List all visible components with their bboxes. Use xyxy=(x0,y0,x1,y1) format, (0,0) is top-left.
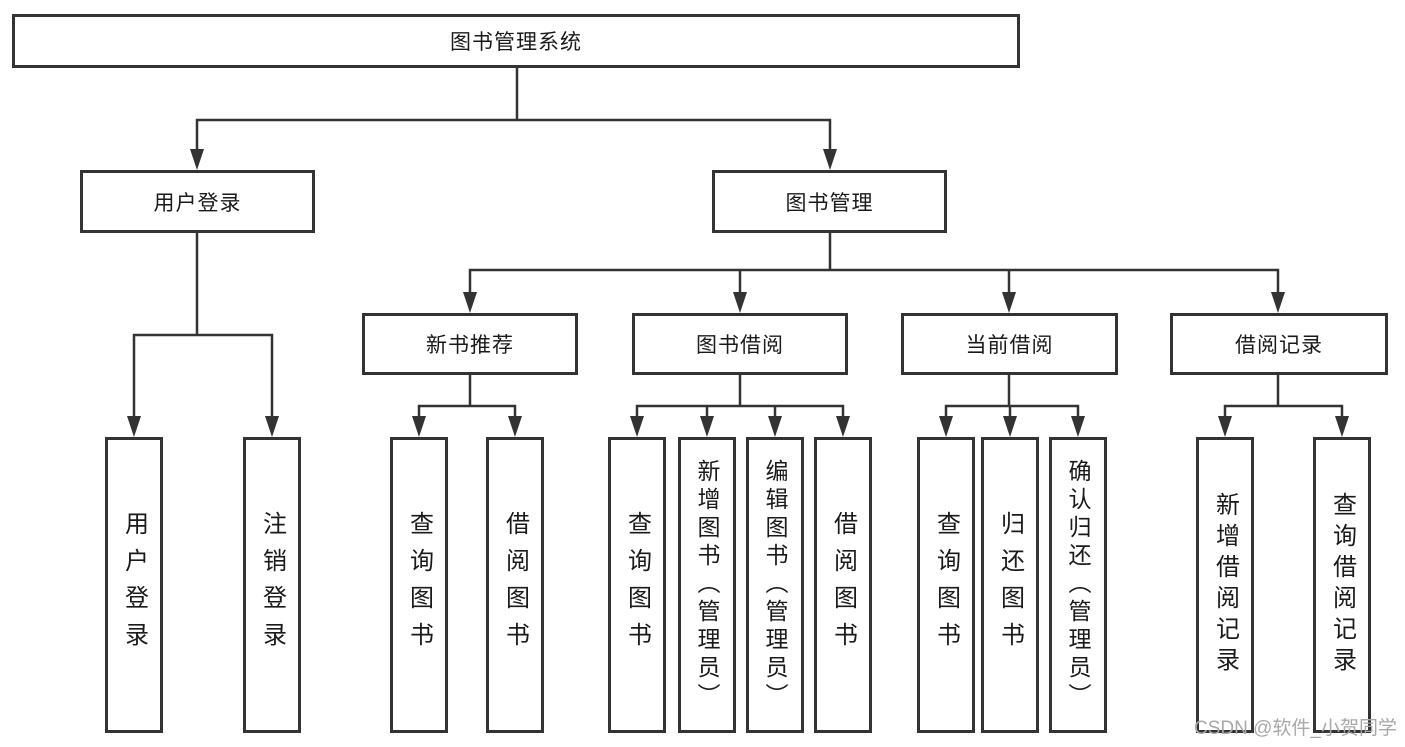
node-root: 图书管理系统 xyxy=(12,14,1020,68)
leaf-add-book-admin: 新增图书（管理员） xyxy=(678,437,736,733)
leaf-return-books: 归还图书 xyxy=(981,437,1039,733)
leaf-query-borrow-record-label: 查询借阅记录 xyxy=(1328,492,1356,678)
leaf-user-login-label: 用户登录 xyxy=(120,511,148,659)
node-borrowing-records-label: 借阅记录 xyxy=(1235,334,1323,357)
leaf-confirm-return-admin-label: 确认归还（管理员） xyxy=(1065,459,1091,711)
leaf-edit-book-admin: 编辑图书（管理员） xyxy=(746,437,804,733)
leaf-query-books-2-label: 查询图书 xyxy=(623,511,651,659)
leaf-edit-book-admin-label: 编辑图书（管理员） xyxy=(762,459,788,711)
leaf-borrow-books-2: 借阅图书 xyxy=(814,437,872,733)
node-borrowing-records: 借阅记录 xyxy=(1170,313,1388,375)
node-current-borrowing-label: 当前借阅 xyxy=(965,334,1054,357)
leaf-borrow-books-1: 借阅图书 xyxy=(486,437,544,733)
node-book-management-label: 图书管理 xyxy=(785,191,874,215)
node-book-borrowing-label: 图书借阅 xyxy=(696,334,784,357)
leaf-add-borrow-record-label: 新增借阅记录 xyxy=(1211,492,1239,678)
leaf-user-login: 用户登录 xyxy=(105,437,163,733)
node-user-login: 用户登录 xyxy=(80,170,315,233)
arrowheads xyxy=(127,149,1349,437)
node-new-book-recommend: 新书推荐 xyxy=(362,313,578,375)
leaf-confirm-return-admin: 确认归还（管理员） xyxy=(1049,437,1107,733)
leaf-query-books-1: 查询图书 xyxy=(390,437,448,733)
leaf-return-books-label: 归还图书 xyxy=(996,511,1024,659)
node-root-label: 图书管理系统 xyxy=(450,31,582,54)
leaf-add-borrow-record: 新增借阅记录 xyxy=(1196,437,1254,733)
node-current-borrowing: 当前借阅 xyxy=(901,313,1118,375)
leaf-logout-label: 注销登录 xyxy=(258,511,286,659)
leaf-borrow-books-1-label: 借阅图书 xyxy=(501,511,529,659)
node-new-book-recommend-label: 新书推荐 xyxy=(426,334,514,357)
csdn-watermark: CSDN @软件_小贺同学 xyxy=(1194,718,1397,739)
node-book-borrowing: 图书借阅 xyxy=(632,313,848,375)
node-book-management: 图书管理 xyxy=(712,170,947,233)
leaf-query-borrow-record: 查询借阅记录 xyxy=(1313,437,1371,733)
leaf-query-books-3: 查询图书 xyxy=(917,437,975,733)
leaf-add-book-admin-label: 新增图书（管理员） xyxy=(694,459,720,711)
leaf-query-books-1-label: 查询图书 xyxy=(405,511,433,659)
node-user-login-label: 用户登录 xyxy=(153,191,242,215)
leaf-logout: 注销登录 xyxy=(243,437,301,733)
leaf-borrow-books-2-label: 借阅图书 xyxy=(829,511,857,659)
leaf-query-books-3-label: 查询图书 xyxy=(932,511,960,659)
leaf-query-books-2: 查询图书 xyxy=(608,437,666,733)
